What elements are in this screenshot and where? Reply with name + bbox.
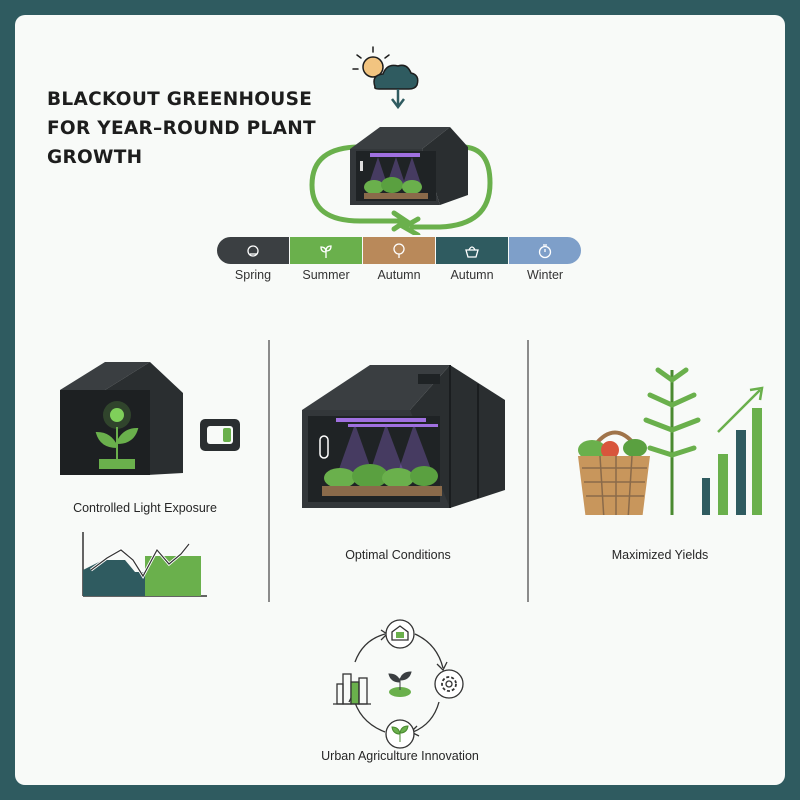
sun-cloud-icon bbox=[352, 46, 419, 110]
season-winter bbox=[509, 237, 581, 264]
sprout-icon bbox=[320, 244, 332, 258]
gear-icon bbox=[434, 669, 464, 699]
blackout-house-icon bbox=[60, 362, 183, 475]
season-label: Spring bbox=[234, 268, 272, 282]
season-label: Autumn bbox=[450, 268, 494, 282]
urban-cycle-diagram bbox=[333, 619, 464, 749]
divider bbox=[268, 340, 270, 602]
harvest-growth-graphic bbox=[578, 367, 764, 515]
seedling-icon bbox=[385, 719, 415, 749]
panel-caption: Controlled Light Exposure bbox=[73, 501, 217, 515]
sun-cloud-icon bbox=[247, 244, 259, 257]
panel-caption: Maximized Yields bbox=[611, 548, 709, 562]
season-label: Winter bbox=[526, 268, 564, 282]
page-title: BLACKOUT GREENHOUSE FOR YEAR–ROUND PLANT… bbox=[47, 89, 316, 168]
season-label: Autumn bbox=[377, 268, 421, 282]
greenhouse-small-icon bbox=[350, 127, 468, 205]
sprout-center-icon bbox=[388, 671, 412, 697]
cycle-arrows-icon bbox=[309, 144, 493, 235]
light-chart-graphic bbox=[82, 532, 207, 597]
infographic-card: BLACKOUT GREENHOUSE FOR YEAR–ROUND PLANT… bbox=[15, 15, 785, 785]
season-autumn-1 bbox=[363, 237, 435, 264]
season-label: Summer bbox=[302, 268, 350, 282]
timer-icon bbox=[538, 243, 552, 258]
season-bar bbox=[217, 237, 581, 264]
greenhouse-icon bbox=[385, 619, 415, 649]
greenhouse-large-icon bbox=[302, 365, 505, 508]
urban-caption: Urban Agriculture Innovation bbox=[321, 749, 479, 763]
light-switch-icon[interactable] bbox=[199, 418, 241, 452]
city-icon bbox=[333, 673, 371, 705]
season-spring bbox=[217, 237, 289, 264]
divider bbox=[527, 340, 529, 602]
season-autumn-2 bbox=[436, 237, 508, 264]
basket-icon bbox=[465, 245, 479, 258]
panel-caption: Optimal Conditions bbox=[345, 548, 451, 562]
tree-icon bbox=[393, 242, 405, 258]
season-summer bbox=[290, 237, 362, 264]
